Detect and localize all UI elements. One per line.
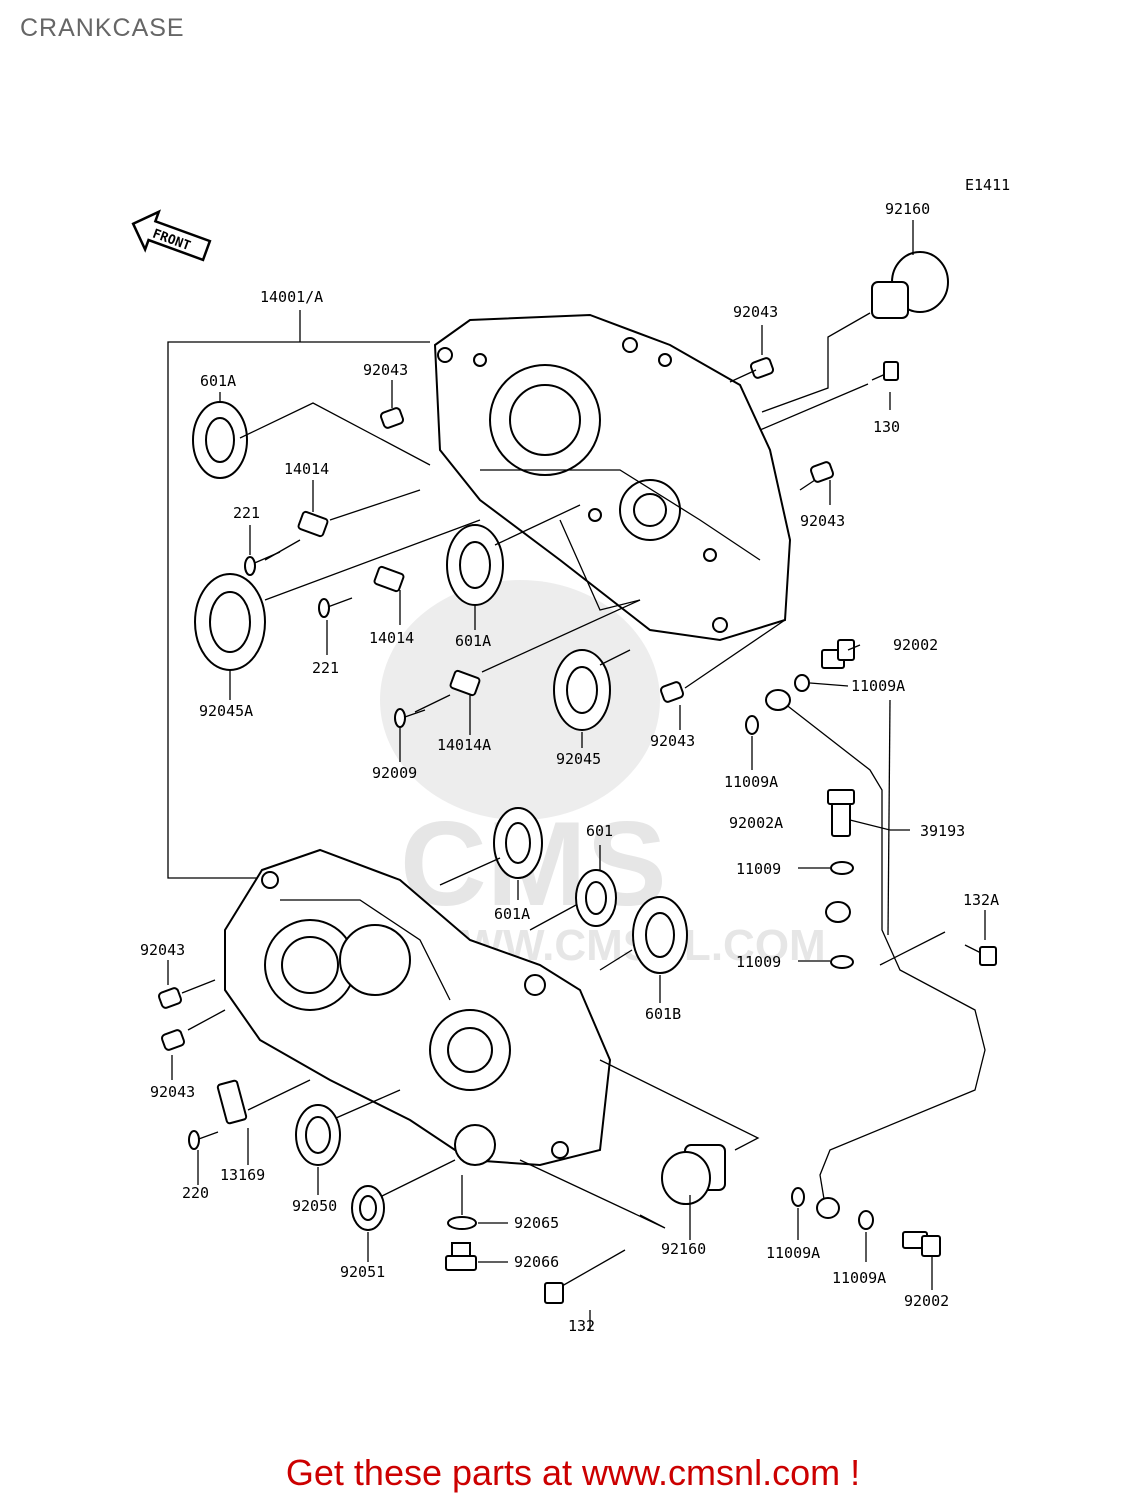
label-601: 601 — [586, 822, 613, 840]
label-92043: 92043 — [800, 512, 845, 530]
screw-92009 — [394, 708, 426, 728]
bearing-601A-top — [192, 401, 248, 479]
label-220: 220 — [182, 1184, 209, 1202]
seal-92051 — [351, 1185, 385, 1231]
washer-92065 — [447, 1216, 477, 1230]
label-11009A: 11009A — [766, 1244, 820, 1262]
label-92045: 92045 — [556, 750, 601, 768]
washer-11009A-a — [794, 674, 810, 692]
label-601A: 601A — [494, 905, 530, 923]
label-601A: 601A — [455, 632, 491, 650]
bearing-92045A — [194, 573, 266, 671]
part-labels: 92160 14001/A 92043 92043 130 92043 601A… — [140, 200, 999, 1335]
label-132: 132 — [568, 1317, 595, 1335]
page-title: CRANKCASE — [20, 14, 185, 42]
banjo-fitting-low — [816, 1197, 840, 1219]
label-14014: 14014 — [369, 629, 414, 647]
screw-220 — [188, 1130, 219, 1150]
label-92002: 92002 — [904, 1292, 949, 1310]
washer-11009A-d — [858, 1210, 874, 1230]
washer-11009A-b — [745, 715, 759, 735]
washer-11009-a — [830, 861, 854, 875]
dowel-92043-d — [659, 681, 685, 703]
label-92045A: 92045A — [199, 702, 253, 720]
label-92043: 92043 — [363, 361, 408, 379]
label-92065: 92065 — [514, 1214, 559, 1232]
washer-11009-b — [830, 955, 854, 969]
strainer-92160-top — [871, 251, 949, 319]
label-92043: 92043 — [650, 732, 695, 750]
cmsnl-parts-link[interactable]: Get these parts at www.cmsnl.com ! — [285, 1452, 861, 1493]
label-221: 221 — [233, 504, 260, 522]
label-11009: 11009 — [736, 860, 781, 878]
label-92043: 92043 — [140, 941, 185, 959]
screw-221-a — [244, 551, 281, 576]
bearing-601 — [575, 869, 617, 927]
bolt-132 — [544, 1249, 626, 1304]
label-92160: 92160 — [885, 200, 930, 218]
front-arrow-icon: FRONT — [131, 209, 212, 262]
label-11009A: 11009A — [832, 1269, 886, 1287]
lower-crankcase — [224, 848, 612, 1167]
crankcase-diagram: CMS WWW.CMSNL.COM FRONT E1411 — [131, 176, 1010, 1335]
label-92043: 92043 — [150, 1083, 195, 1101]
dowel-92043-b — [749, 357, 775, 379]
label-92160: 92160 — [661, 1240, 706, 1258]
leader-lines — [167, 220, 986, 1330]
bolt-92002-a — [821, 639, 855, 669]
bolt-130 — [871, 361, 899, 381]
screw-221-b — [318, 597, 353, 618]
bearing-601B — [632, 896, 688, 974]
label-11009A: 11009A — [851, 677, 905, 695]
bolt-92002-b — [902, 1231, 941, 1257]
plate-14014A — [449, 669, 481, 697]
dowel-92043-c — [809, 461, 835, 483]
label-92050: 92050 — [292, 1197, 337, 1215]
label-130: 130 — [873, 418, 900, 436]
label-92066: 92066 — [514, 1253, 559, 1271]
label-14001A: 14001/A — [260, 288, 323, 306]
label-92009: 92009 — [372, 764, 417, 782]
oil-line-39193 — [779, 699, 986, 1206]
bracket-14001A — [167, 341, 430, 879]
bearing-601A-mid — [446, 524, 504, 606]
plate-14014-a — [297, 510, 329, 538]
label-39193: 39193 — [920, 822, 965, 840]
label-14014A: 14014A — [437, 736, 491, 754]
label-11009A: 11009A — [724, 773, 778, 791]
label-132A: 132A — [963, 891, 999, 909]
seal-92050 — [295, 1104, 341, 1166]
label-92002A: 92002A — [729, 814, 783, 832]
bearing-601A-low — [493, 807, 543, 879]
label-92051: 92051 — [340, 1263, 385, 1281]
washer-11009A-c — [791, 1187, 805, 1207]
banjo-fitting-top — [765, 689, 791, 711]
stopper-13169 — [216, 1079, 248, 1125]
plug-92066 — [445, 1242, 477, 1271]
strainer-92160-bot — [661, 1144, 726, 1205]
label-13169: 13169 — [220, 1166, 265, 1184]
label-601A: 601A — [200, 372, 236, 390]
upper-crankcase — [433, 313, 792, 642]
label-601B: 601B — [645, 1005, 681, 1023]
label-92043: 92043 — [733, 303, 778, 321]
label-11009: 11009 — [736, 953, 781, 971]
bolt-92002A — [827, 789, 855, 837]
bolt-132A — [964, 944, 997, 966]
plate-14014-b — [373, 565, 405, 593]
bearing-92045 — [553, 649, 611, 731]
banjo-fitting-mid — [825, 901, 851, 923]
label-221: 221 — [312, 659, 339, 677]
dowel-92043-f — [160, 1029, 186, 1051]
diagram-code: E1411 — [965, 176, 1010, 194]
dowel-92043-a — [379, 407, 405, 429]
label-14014: 14014 — [284, 460, 329, 478]
dowel-92043-e — [157, 987, 183, 1009]
label-92002: 92002 — [893, 636, 938, 654]
